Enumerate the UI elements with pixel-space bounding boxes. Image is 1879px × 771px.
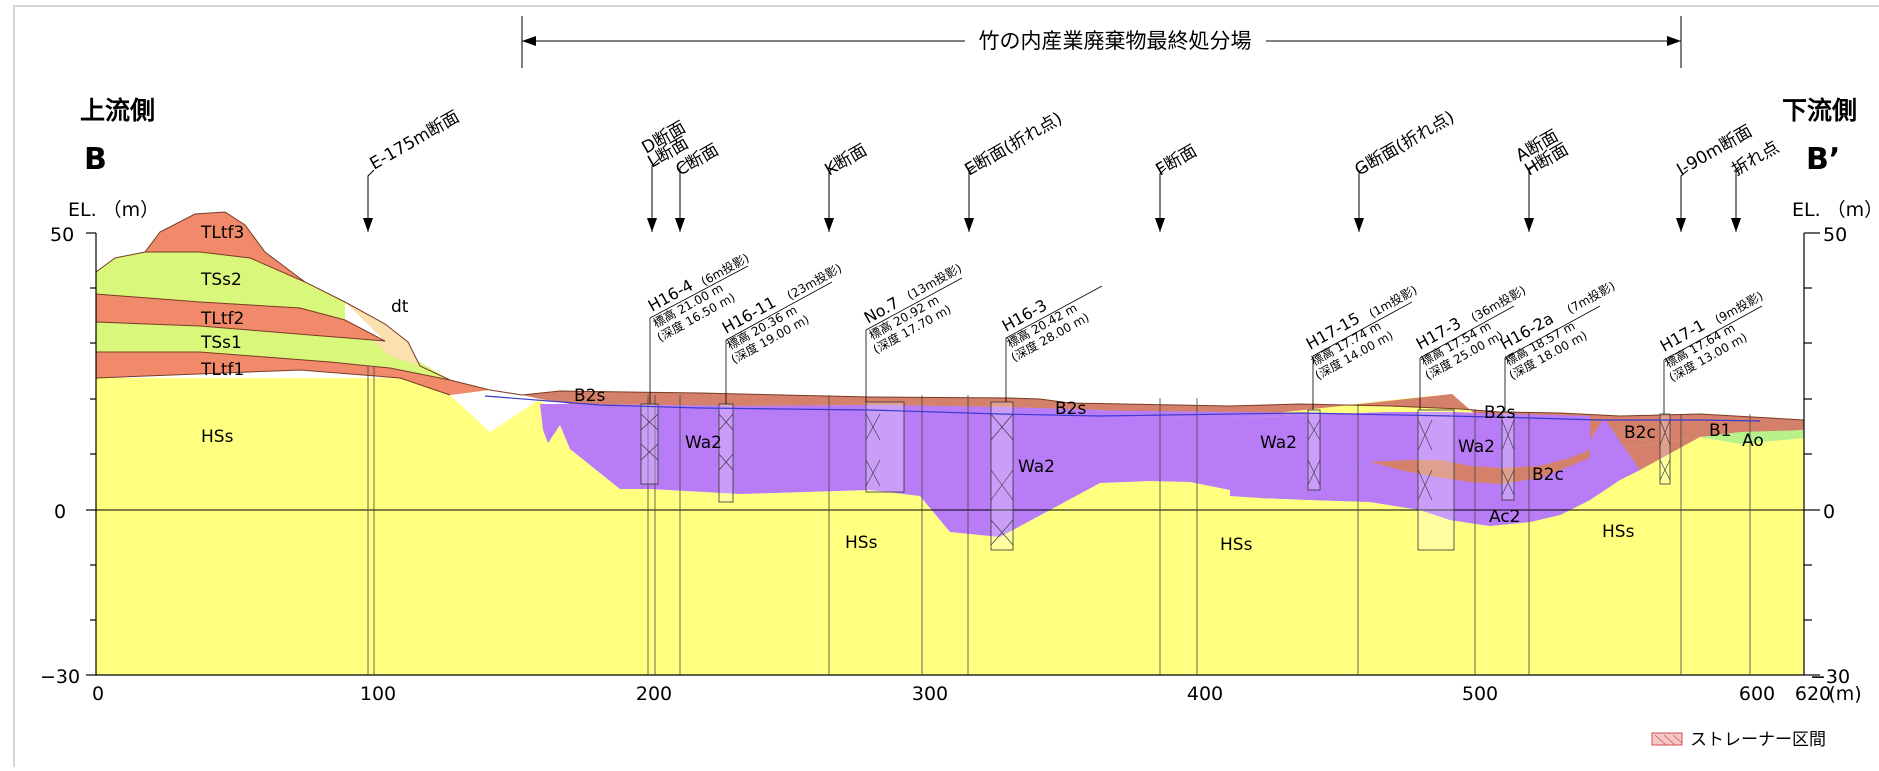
section-marker-leaders (367, 157, 1745, 232)
borehole-label-h17-15: H17-15 (1m投影) 標高 17.74 m (深度 14.00 m) (1303, 282, 1420, 383)
borehole-h17-1-column (1659, 413, 1671, 485)
y-tick-right-50: 50 (1823, 224, 1847, 246)
borehole-label-h16-11: H16-11 (23m投影) 標高 20.36 m (深度 19.00 m) (719, 260, 844, 366)
label-wa2-1: Wa2 (685, 433, 722, 453)
legend: ストレーナー区間 (1651, 730, 1826, 750)
borehole-h17-15-column (1307, 409, 1321, 491)
borehole-h16-3-column (990, 401, 1014, 551)
upstream-label: 上流側 (80, 96, 155, 125)
section-start-label: B (84, 142, 107, 177)
label-hss-3: HSs (1220, 535, 1253, 555)
label-tss1: TSs1 (200, 333, 242, 353)
borehole-h16-2a-column (1501, 411, 1515, 501)
x-tick-400: 400 (1187, 683, 1223, 705)
borehole-leaders (649, 265, 1763, 414)
label-hss-4: HSs (1602, 522, 1635, 542)
y-tick-left-0: 0 (54, 501, 66, 523)
y-tick-right-minus30: −30 (1810, 666, 1850, 688)
label-b2s-3: B2s (1484, 403, 1515, 423)
borehole-h17-1-proj: (9m投影) (1712, 288, 1765, 327)
y-tick-right-0: 0 (1823, 501, 1835, 523)
section-marker-arrows (363, 218, 1741, 232)
borehole-hatching (640, 413, 1671, 546)
label-b2s-1: B2s (574, 386, 605, 406)
layer-boundaries (95, 211, 1805, 421)
x-tick-600: 600 (1739, 683, 1775, 705)
label-wa2-4: Wa2 (1458, 437, 1495, 457)
borehole-label-h16-3: H16-3 標高 20.42 m (深度 28.00 m) (999, 295, 1092, 364)
layer-tltf1-fill (96, 352, 490, 395)
borehole-h16-4-proj: (6m投影) (698, 250, 751, 289)
layer-dt-fill (345, 302, 420, 366)
x-tick-100: 100 (360, 683, 396, 705)
layer-tss1-fill (96, 322, 450, 380)
label-hss-2: HSs (845, 533, 878, 553)
x-tick-200: 200 (636, 683, 672, 705)
legend-strainer-label: ストレーナー区間 (1690, 730, 1826, 750)
label-tltf2: TLtf2 (200, 309, 244, 329)
borehole-label-h17-1: H17-1 (9m投影) 標高 17.64 m (深度 13.00 m) (1657, 288, 1766, 385)
label-ao: Ao (1742, 431, 1764, 451)
label-hss-1: HSs (201, 427, 234, 447)
layer-wa2-main (540, 404, 1590, 537)
layer-tltf2-fill (96, 294, 385, 341)
y-tick-left-50: 50 (50, 224, 74, 246)
el-unit-left: EL. （m） (68, 199, 159, 221)
dimension-arrow-left (522, 36, 536, 46)
layer-wa2-fill (540, 404, 1640, 526)
borehole-columns (640, 401, 1671, 551)
label-b2c-1: B2c (1624, 423, 1656, 443)
label-b2c-2: B2c (1532, 465, 1564, 485)
groundwater-line (484, 395, 1761, 422)
label-wa2-3: Wa2 (1260, 433, 1297, 453)
site-extent-dimension (521, 16, 1682, 68)
label-wa2-2: Wa2 (1018, 457, 1055, 477)
el-unit-right: EL. （m） (1792, 199, 1879, 221)
drawing-frame (13, 5, 1879, 771)
borehole-h17-15-proj: (1m投影) (1366, 282, 1419, 321)
borehole-h16-11-column (718, 403, 734, 503)
label-b1: B1 (1709, 421, 1731, 441)
section-f: F断面 (1153, 141, 1201, 180)
section-e175: E-175m断面 (367, 107, 464, 174)
section-e: E断面(折れ点) (962, 109, 1066, 181)
layer-tss2-fill (96, 252, 345, 320)
borehole-h16-11-proj: (23m投影) (784, 260, 844, 302)
layer-b2c-mid (1370, 450, 1590, 484)
borehole-no7-column (865, 401, 905, 493)
borehole-label-no7: No.7 (13m投影) 標高 20.92 m (深度 17.70 m) (861, 260, 964, 356)
x-tick-620: 620 (1795, 683, 1831, 705)
section-end-label: B’ (1806, 142, 1840, 177)
label-b2s-2: B2s (1055, 399, 1086, 419)
x-tick-300: 300 (912, 683, 948, 705)
y-axis-right (1803, 232, 1820, 676)
label-dt: dt (391, 297, 409, 317)
borehole-h17-3-proj: (36m投影) (1468, 282, 1528, 324)
legend-swatch-hatch (1654, 734, 1683, 746)
section-g: G断面(折れ点) (1352, 107, 1459, 180)
label-ac2: Ac2 (1489, 507, 1521, 527)
label-tltf3: TLtf3 (200, 223, 244, 243)
x-tick-0: 0 (92, 683, 104, 705)
label-tss2: TSs2 (200, 270, 242, 290)
x-tick-500: 500 (1462, 683, 1498, 705)
y-tick-left-minus30: −30 (40, 666, 80, 688)
label-tltf1: TLtf1 (200, 360, 244, 380)
site-title: 竹の内産業廃棄物最終処分場 (979, 29, 1252, 53)
x-unit: (m) (1828, 683, 1861, 705)
downstream-label: 下流側 (1782, 96, 1857, 125)
dimension-arrow-right (1667, 36, 1681, 46)
section-verticals (367, 366, 1751, 675)
section-k: K断面 (822, 140, 871, 180)
y-axis-left (86, 232, 97, 676)
layer-ao-fill (1700, 430, 1804, 444)
